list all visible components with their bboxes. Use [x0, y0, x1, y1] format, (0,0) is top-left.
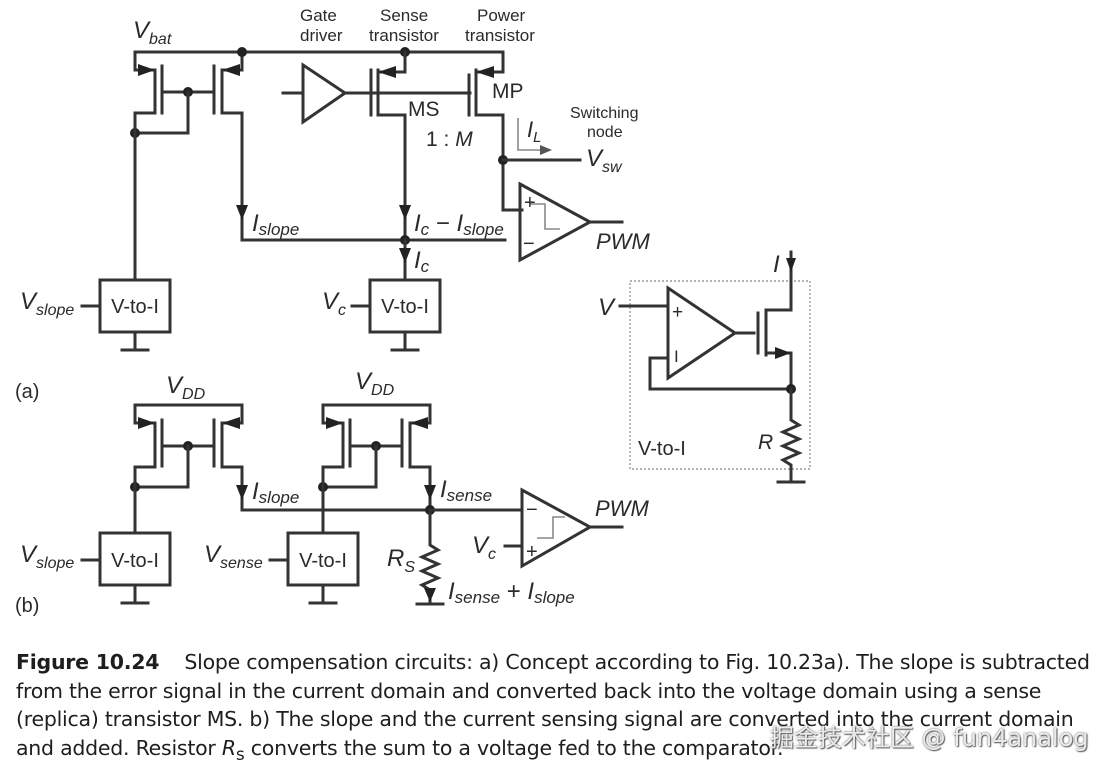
caption-rs-subscript: s — [235, 744, 245, 765]
vtoi-detail-plus: + — [672, 302, 683, 323]
mp-label: MP — [492, 80, 524, 103]
power-transistor-label-1: Power — [477, 6, 526, 25]
vc-label-b: Vc — [472, 532, 496, 563]
vtoi-block-slope-b: V-to-I — [80, 531, 172, 605]
vbat-label: Vbat — [133, 17, 172, 48]
gate-driver-buffer — [281, 62, 472, 125]
comparator-b-plus: + — [526, 541, 538, 563]
vc-label-a: Vc — [322, 288, 346, 319]
vtoi-block-sense-b: V-to-I — [268, 531, 360, 605]
sense-transistor-label-1: Sense — [380, 6, 428, 25]
vtoi-block-slope-a: V-to-I — [80, 278, 172, 352]
vslope-label-b: Vslope — [20, 541, 74, 572]
svg-text:V-to-I: V-to-I — [299, 550, 347, 572]
vbat-rail — [133, 50, 505, 70]
comparator-a — [518, 181, 624, 263]
gate-driver-label-1: Gate — [300, 6, 337, 25]
vtoi-block-vc-a: V-to-I — [350, 278, 442, 352]
power-transistor-mp — [467, 66, 582, 212]
panel-label-a: (a) — [15, 381, 39, 403]
comparator-b — [503, 487, 624, 569]
comparator-a-plus: + — [524, 192, 536, 214]
vtoi-detail-box-label: V-to-I — [638, 438, 686, 460]
vtoi-detail-r-label: R — [758, 431, 773, 454]
pwm-label-b: PWM — [595, 496, 649, 521]
switching-node-label-2: node — [587, 124, 623, 141]
il-label: IL — [527, 117, 541, 146]
caption-rs-symbol: R — [221, 735, 236, 760]
watermark: 掘金技术社区 @ fun4analog — [770, 724, 1089, 752]
power-transistor-label-2: transistor — [465, 26, 535, 45]
vtoi-detail-circuit — [618, 250, 811, 484]
vtoi-detail-i-label: I — [773, 251, 780, 278]
caption-text-1: Slope compensation circuits: a) Concept … — [16, 650, 1090, 760]
comparator-b-minus: − — [526, 499, 538, 521]
comparator-a-minus: − — [523, 233, 535, 255]
islope-label-b: Islope — [252, 478, 299, 507]
vslope-label-a: Vslope — [20, 288, 74, 319]
schematic-figure: Vbat Islope Gate driver — [15, 6, 811, 617]
circuit-a: Vbat Islope Gate driver — [15, 6, 650, 403]
isense-label: Isense — [440, 476, 492, 505]
panel-label-b: (b) — [15, 595, 39, 617]
figure-caption: Figure 10.24 Slope compensation circuits… — [16, 648, 1106, 769]
sense-transistor-label-2: transistor — [369, 26, 439, 45]
ratio-label: 1 : M — [426, 128, 473, 151]
svg-text:V-to-I: V-to-I — [111, 296, 159, 318]
sum-current-label: Isense + Islope — [448, 578, 575, 607]
current-mirror-b-left — [130, 403, 432, 535]
ms-label: MS — [408, 98, 440, 121]
svg-text:V-to-I: V-to-I — [111, 550, 159, 572]
current-mirror-a — [130, 47, 507, 282]
figure-number: Figure 10.24 — [16, 650, 160, 674]
circuit-b: VDD VDD Islope — [15, 368, 649, 617]
current-mirror-b-right — [318, 403, 524, 606]
pwm-label-a: PWM — [596, 229, 650, 254]
vsense-label: Vsense — [204, 541, 263, 572]
rs-label: RS — [387, 545, 415, 576]
ic-label-a: Ic — [414, 247, 430, 276]
vdd-label-right: VDD — [355, 368, 395, 399]
switching-node-label-1: Switching — [570, 105, 638, 122]
caption-text-2: converts the sum to a voltage fed to the… — [244, 735, 784, 760]
vdd-label-left: VDD — [166, 372, 206, 403]
vtoi-detail-minus: I — [674, 347, 679, 366]
sense-transistor-ms — [369, 47, 411, 282]
gate-driver-label-2: driver — [300, 26, 343, 45]
vsw-label: Vsw — [586, 145, 623, 176]
islope-label-a: Islope — [252, 210, 299, 239]
ic-minus-islope-label: Ic − Islope — [414, 210, 504, 239]
svg-text:V-to-I: V-to-I — [381, 296, 429, 318]
vtoi-detail-v-label: V — [598, 294, 616, 321]
